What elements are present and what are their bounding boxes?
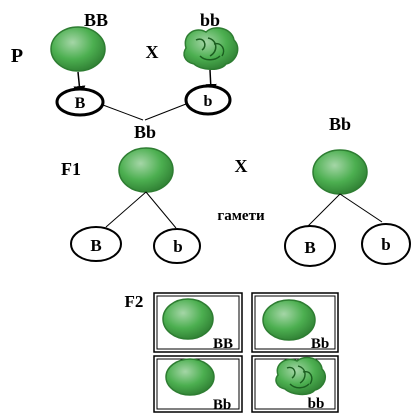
parent-cross-symbol: X (146, 42, 159, 62)
f1-gamete-left-1 (70, 226, 122, 262)
punnett-cell-genotype: BB (213, 336, 233, 352)
gametes-caption: гамети (217, 208, 265, 224)
f1-right-genotype: Bb (329, 114, 351, 134)
punnett-square: BB Bb Bb bb (153, 292, 339, 413)
f1-right-branch-1 (305, 193, 341, 229)
f1-cross-symbol: X (235, 156, 248, 176)
parent-left-genotype: BB (84, 10, 108, 30)
fertilization-line-right (144, 103, 187, 121)
punnett-cell-genotype: bb (308, 396, 325, 412)
parent-gamete-left (55, 87, 105, 117)
f1-gamete-left-2 (153, 228, 201, 264)
f1-gamete-right-2 (361, 223, 411, 265)
f1-gamete-left-1-label: B (90, 236, 101, 255)
f2-wrinkled-seed-icon (275, 356, 326, 396)
f1-gamete-right-2-label: b (381, 235, 390, 254)
punnett-cell-bb-bottom-left: Bb (153, 355, 243, 413)
generation-label-f2: F2 (125, 292, 144, 311)
punnett-cell-genotype: Bb (311, 336, 329, 352)
punnett-cell-bb-top-right: Bb (251, 292, 339, 353)
f1-gamete-right-1-label: B (304, 238, 315, 257)
generation-label-f1: F1 (61, 159, 81, 179)
f1-left-branch-2 (145, 191, 177, 229)
f1-right-branch-2 (339, 193, 383, 223)
f2-smooth-seed-icon (165, 358, 215, 396)
parent-right-genotype: bb (200, 10, 220, 30)
f1-left-genotype: Bb (134, 122, 156, 142)
parent-gamete-left-label: B (75, 95, 86, 112)
parent-wrinkled-seed-icon (183, 27, 239, 70)
f1-gamete-right-1 (284, 225, 336, 267)
punnett-cell-bb-bottom-right: bb (251, 355, 339, 413)
f2-smooth-seed-icon (162, 298, 214, 340)
f1-left-branch-1 (105, 191, 147, 228)
f1-right-seed-icon (312, 149, 368, 195)
punnett-cell-genotype: Bb (213, 397, 231, 413)
parent-gamete-right (184, 84, 232, 116)
parent-smooth-seed-icon (50, 26, 106, 72)
fertilization-line-left (102, 104, 144, 121)
generation-label-p: P (11, 45, 23, 67)
f1-left-seed-icon (118, 147, 174, 193)
f2-smooth-seed-icon (262, 299, 316, 341)
punnett-cell-bb-top-left: BB (153, 292, 243, 353)
parent-gamete-right-label: b (204, 93, 213, 110)
f1-gamete-left-2-label: b (173, 237, 182, 256)
